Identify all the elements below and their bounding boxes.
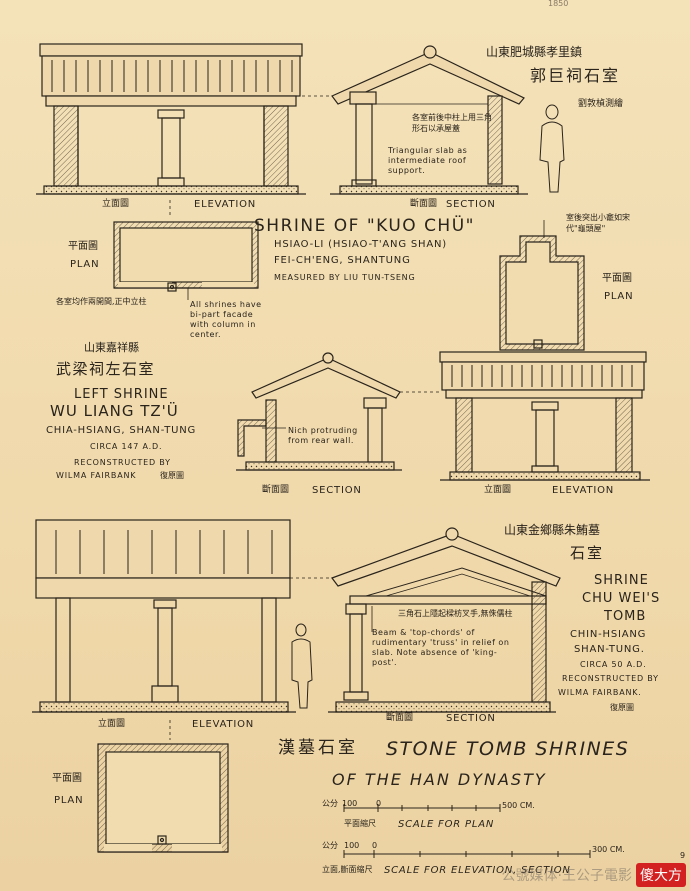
chu-wei-title1: SHRINE [594, 573, 649, 588]
kuo-chu-loc1: HSIAO-LI (HSIAO-T'ANG SHAN) [274, 239, 447, 250]
chu-wei-plan-en: PLAN [54, 795, 84, 806]
scale-section-left: 100 [344, 841, 360, 850]
kuo-chu-loc2: FEI-CH'ENG, SHANTUNG [274, 255, 411, 266]
watermark-logo: 傻大方 [636, 863, 686, 887]
kuo-chu-elevation-cn: 立面圖 [102, 199, 130, 209]
wu-liang-author: WILMA FAIRBANK [56, 471, 137, 480]
chu-wei-elevation-en: ELEVATION [192, 719, 255, 730]
wu-liang-cn-name: 武梁祠左石室 [56, 360, 156, 378]
page-number: 9 [680, 851, 686, 860]
chu-wei-section [290, 527, 561, 713]
scale-plan-en: SCALE FOR PLAN [398, 819, 495, 830]
kuo-chu-cn-name: 郭巨祠石室 [530, 66, 621, 85]
scale-plan-zero: 0 [376, 799, 382, 808]
wu-liang-section-cn: 斷面圖 [262, 485, 290, 495]
chu-wei-plan [97, 743, 229, 853]
chu-wei-cn-name: 石室 [570, 544, 605, 562]
wu-liang-plan [499, 235, 585, 351]
kuo-chu-measured: MEASURED BY LIU TUN-TSENG [274, 273, 416, 282]
kuo-chu-elevation [36, 43, 306, 195]
chu-wei-author: WILMA FAIRBANK. [558, 688, 642, 697]
main-title-cn: 漢墓石室 [278, 738, 358, 758]
chu-wei-elevation [32, 519, 313, 713]
wu-liang-section [236, 352, 440, 471]
chu-wei-note-truss-cn: 三角石上隱起樑枋叉手,無侏儒柱 [398, 609, 513, 618]
wu-liang-cn-location: 山東嘉祥縣 [84, 341, 139, 354]
kuo-chu-cn-location: 山東肥城縣孝里鎮 [486, 45, 583, 59]
kuo-chu-title: SHRINE OF "KUO CHÜ" [254, 216, 475, 236]
wu-liang-title1: LEFT SHRINE [74, 387, 169, 402]
chu-wei-cn-location: 山東金鄉縣朱鮪墓 [504, 523, 601, 537]
wu-liang-elevation-cn: 立面圖 [484, 485, 512, 495]
scale-section-zero: 0 [372, 841, 378, 850]
chu-wei-loc2: SHAN-TUNG. [574, 644, 645, 655]
kuo-chu-note-plan-cn: 各室均作兩開間,正中立柱 [56, 297, 147, 306]
scale-bars [343, 804, 591, 858]
scale-plan-left: 100 [342, 799, 358, 808]
kuo-chu-plan [113, 221, 259, 292]
kuo-chu-section-cn: 斷面圖 [410, 199, 438, 209]
kuo-chu-note-slab-cn: 各室前後中柱上用三角形石以承屋蓋 [412, 113, 492, 133]
chu-wei-loc1: CHIN-HSIANG [570, 629, 647, 640]
kuo-chu-plan-cn: 平面圖 [68, 241, 98, 252]
kuo-chu-section-en: SECTION [446, 199, 496, 210]
kuo-chu-note-slab-en: Triangular slab as intermediate roof sup… [388, 146, 468, 175]
wu-liang-plan-cn: 平面圖 [602, 273, 632, 284]
watermark: 公號媒体·王公子電影 傻大方 [502, 863, 686, 887]
kuo-chu-cn-measured: 劉敦楨測繪 [578, 99, 624, 109]
chu-wei-note-truss-en: Beam & 'top-chords' of rudimentary 'trus… [372, 628, 510, 667]
wu-liang-recon: RECONSTRUCTED BY [74, 458, 171, 467]
scale-plan-cn: 平面縮尺 [344, 819, 376, 828]
chu-wei-date: CIRCA 50 A.D. [580, 660, 647, 669]
chu-wei-author-cn: 復原圖 [610, 703, 634, 712]
main-title-en1: STONE TOMB SHRINES [386, 738, 630, 760]
kuo-chu-note-plan-en: All shrines have bi-part facade with col… [190, 300, 262, 339]
wu-liang-date: CIRCA 147 A.D. [90, 442, 163, 451]
chu-wei-plan-cn: 平面圖 [52, 773, 82, 784]
wu-liang-title2: WU LIANG TZ'Ü [50, 402, 179, 420]
chu-wei-section-cn: 斷面圖 [386, 713, 414, 723]
scale-section-en: SCALE FOR ELEVATION, SECTION [384, 865, 571, 876]
scale-plan-unit: 公分 [322, 799, 338, 808]
scale-section-cn: 立面,斷面縮尺 [322, 865, 373, 874]
kuo-chu-plan-en: PLAN [70, 259, 100, 270]
wu-liang-elevation [439, 351, 650, 481]
chu-wei-title3: TOMB [604, 609, 647, 624]
wu-liang-loc: CHIA-HSIANG, SHAN-TUNG [46, 425, 197, 436]
stamp-number: 1850 [548, 0, 569, 8]
scale-plan-right: 500 CM. [502, 801, 535, 810]
wu-liang-author-cn: 復原圖 [160, 471, 184, 480]
wu-liang-note-niche-en: Nich protruding from rear wall. [288, 426, 358, 445]
kuo-chu-elevation-en: ELEVATION [194, 199, 257, 210]
chu-wei-elevation-cn: 立面圖 [98, 719, 126, 729]
watermark-text: 公號媒体·王公子電影 [501, 868, 632, 884]
scale-section-unit: 公分 [322, 841, 338, 850]
wu-liang-plan-en: PLAN [604, 291, 634, 302]
chu-wei-title2: CHU WEI'S [582, 591, 661, 606]
wu-liang-section-en: SECTION [312, 485, 362, 496]
chu-wei-recon: RECONSTRUCTED BY [562, 674, 659, 683]
main-title-en2: OF THE HAN DYNASTY [332, 770, 547, 789]
wu-liang-note-niche-cn: 室後突出小龕如宋代"龜頭屋" [566, 213, 630, 233]
wu-liang-elevation-en: ELEVATION [552, 485, 615, 496]
scale-section-right: 300 CM. [592, 845, 625, 854]
chu-wei-section-en: SECTION [446, 713, 496, 724]
kuo-chu-section [302, 45, 565, 195]
